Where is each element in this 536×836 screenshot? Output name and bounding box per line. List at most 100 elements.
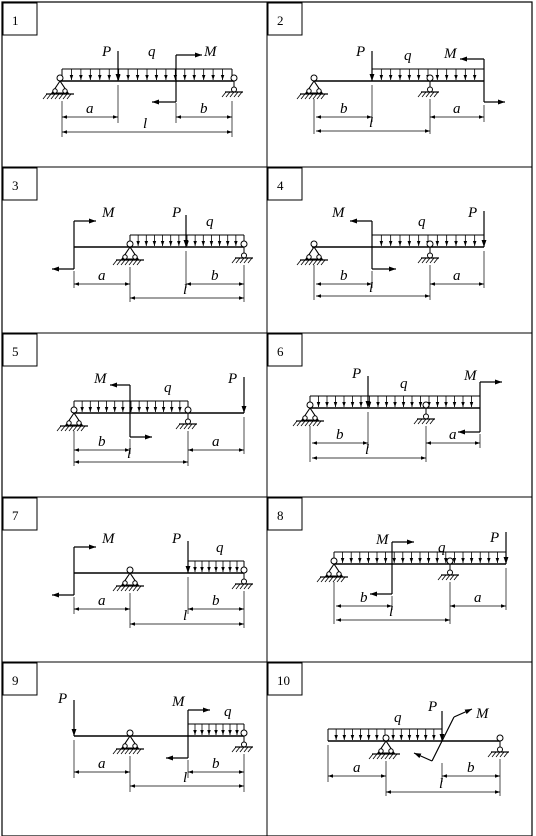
moment-m-label: M — [443, 46, 458, 62]
panel-number: 7 — [12, 508, 19, 523]
load-q-label: q — [164, 380, 172, 396]
panel-5-number-box: 5 — [2, 333, 38, 367]
dimension-label-a: a — [98, 268, 106, 284]
dimension-b: b — [74, 434, 130, 452]
pin-support — [112, 240, 144, 266]
panel-number: 3 — [12, 178, 19, 193]
dimension-b: b — [176, 101, 232, 119]
roller-support — [231, 566, 253, 590]
panel-7-number-box: 7 — [2, 497, 38, 531]
moment-m-label: M — [93, 371, 108, 387]
dimension-label-l: l — [439, 776, 443, 792]
load-q-label: q — [224, 704, 232, 720]
pin-support — [112, 566, 144, 592]
dimension-label-l: l — [127, 446, 131, 462]
dimension-l: l — [130, 608, 244, 626]
dimension-a: a — [74, 268, 130, 286]
panel-3-number-box: 3 — [2, 167, 38, 201]
roller-support — [417, 240, 439, 264]
force-p-label: P — [351, 366, 361, 382]
dimension-label-a: a — [453, 268, 461, 284]
pin-support — [42, 74, 74, 100]
moment-m-label: M — [203, 44, 218, 60]
dimension-label-a: a — [98, 756, 106, 772]
dimension-l: l — [130, 282, 244, 300]
load-q-label: q — [394, 710, 402, 726]
panel-10-number-box: 10 — [267, 662, 303, 696]
dimension-b: b — [188, 593, 244, 611]
dimension-b: b — [316, 268, 372, 286]
moment-m-label: M — [101, 205, 116, 221]
load-q-label: q — [418, 214, 426, 230]
moment-m — [413, 708, 473, 762]
pin-support — [316, 557, 348, 583]
force-p-label: P — [171, 205, 181, 221]
dimension-l: l — [316, 280, 430, 298]
dimension-b: b — [336, 590, 392, 608]
dimension-l: l — [74, 446, 188, 464]
dimension-a: a — [74, 756, 130, 774]
dimension-b: b — [188, 756, 244, 774]
dimension-b: b — [186, 268, 244, 286]
moment-m-label: M — [475, 706, 490, 722]
panel-number: 5 — [12, 344, 19, 359]
panel-8-number-box: 8 — [267, 497, 303, 531]
dimension-a: a — [62, 101, 118, 119]
distributed-load-q — [333, 551, 507, 564]
dimension-label-a: a — [449, 427, 457, 443]
moment-m-label: M — [101, 531, 116, 547]
moment-m-label: M — [463, 368, 478, 384]
force-p-label: P — [489, 530, 499, 546]
dimension-label-b: b — [467, 760, 475, 776]
dimension-label-b: b — [212, 756, 220, 772]
panel-number: 8 — [277, 508, 284, 523]
dimension-label-a: a — [353, 760, 361, 776]
dimension-label-b: b — [211, 268, 219, 284]
dimension-a: a — [74, 593, 130, 611]
load-q-label: q — [404, 48, 412, 64]
roller-support — [487, 734, 509, 758]
panel-4-diagram: Pq Mb a l — [296, 205, 487, 300]
dimension-b: b — [316, 101, 372, 119]
distributed-load-q — [73, 400, 189, 413]
dimension-label-l: l — [183, 608, 187, 624]
panel-number: 10 — [277, 673, 290, 688]
moment-m-label: M — [171, 694, 186, 710]
distributed-load-q — [187, 723, 245, 736]
load-q-label: q — [148, 44, 156, 60]
dimension-label-a: a — [86, 101, 94, 117]
dimension-label-l: l — [369, 280, 373, 296]
moment-m-label: M — [331, 205, 346, 221]
roller-support — [175, 406, 197, 430]
panel-number: 1 — [12, 13, 19, 28]
dimension-label-a: a — [98, 593, 106, 609]
panel-number: 6 — [277, 344, 284, 359]
moment-m — [175, 52, 202, 81]
force-p-label: P — [467, 205, 477, 221]
load-q-label: q — [438, 540, 446, 556]
panel-1-number-box: 1 — [2, 2, 38, 36]
panel-number: 2 — [277, 13, 284, 28]
distributed-load-q — [129, 234, 245, 247]
dimension-label-b: b — [200, 101, 208, 117]
dimension-b: b — [442, 760, 500, 778]
pin-support — [56, 406, 88, 432]
force-p-label: P — [57, 691, 67, 707]
dimension-a: a — [188, 434, 244, 452]
dimension-label-b: b — [340, 268, 348, 284]
dimension-label-b: b — [98, 434, 106, 450]
force-p-label: P — [101, 44, 111, 60]
panel-4-number-box: 4 — [267, 167, 303, 201]
dimension-a: a — [430, 268, 484, 286]
moment-m-label: M — [375, 532, 390, 548]
dimension-a: a — [426, 427, 480, 445]
dimension-a: a — [430, 101, 484, 119]
panel-6-number-box: 6 — [267, 333, 303, 367]
